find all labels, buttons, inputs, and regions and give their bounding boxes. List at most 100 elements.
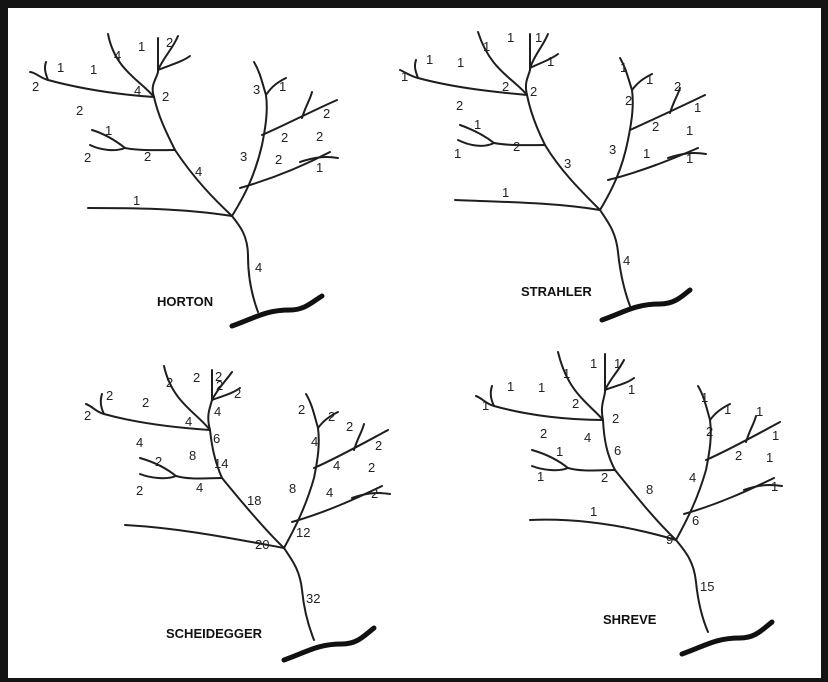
order-label: 2	[215, 369, 222, 384]
order-label: 2	[281, 130, 288, 145]
order-label: 2	[456, 98, 463, 113]
order-label: 2	[368, 460, 375, 475]
order-label: 2	[513, 139, 520, 154]
order-label: 1	[483, 39, 490, 54]
order-label: 32	[306, 591, 320, 606]
order-label: 4	[584, 430, 591, 445]
order-label: 2	[76, 103, 83, 118]
order-label: 2	[612, 411, 619, 426]
order-label: 1	[756, 404, 763, 419]
order-label: 2	[328, 409, 335, 424]
order-label: 4	[134, 83, 141, 98]
order-label: 3	[609, 142, 616, 157]
order-label: 1	[457, 55, 464, 70]
order-label: 1	[643, 146, 650, 161]
panel-title: SCHEIDEGGER	[166, 626, 263, 641]
order-label: 4	[326, 485, 333, 500]
order-label: 20	[255, 537, 269, 552]
order-label: 1	[686, 151, 693, 166]
panel-title: SHREVE	[603, 612, 657, 627]
order-label: 1	[474, 117, 481, 132]
order-label: 2	[155, 454, 162, 469]
order-label: 4	[333, 458, 340, 473]
order-label: 2	[674, 79, 681, 94]
order-label: 4	[623, 253, 630, 268]
order-label: 2	[735, 448, 742, 463]
order-label: 1	[628, 382, 635, 397]
order-label: 1	[563, 366, 570, 381]
order-label: 2	[234, 386, 241, 401]
order-label: 2	[530, 84, 537, 99]
order-label: 2	[298, 402, 305, 417]
order-label: 2	[166, 35, 173, 50]
order-label: 15	[700, 579, 714, 594]
order-label: 14	[214, 456, 228, 471]
order-label: 2	[346, 419, 353, 434]
order-label: 4	[136, 435, 143, 450]
order-label: 2	[540, 426, 547, 441]
order-label: 1	[57, 60, 64, 75]
order-label: 1	[537, 469, 544, 484]
order-label: 2	[502, 79, 509, 94]
order-label: 1	[547, 54, 554, 69]
order-label: 8	[189, 448, 196, 463]
order-label: 4	[185, 414, 192, 429]
order-label: 3	[564, 156, 571, 171]
order-label: 2	[706, 424, 713, 439]
order-label: 18	[247, 493, 261, 508]
order-label: 2	[136, 483, 143, 498]
order-label: 4	[196, 480, 203, 495]
order-label: 1	[279, 79, 286, 94]
order-label: 1	[590, 356, 597, 371]
order-label: 1	[694, 100, 701, 115]
stream-network	[399, 31, 707, 323]
order-label: 2	[316, 129, 323, 144]
order-label: 8	[289, 481, 296, 496]
order-label: 2	[106, 388, 113, 403]
order-label: 4	[114, 48, 121, 63]
order-label: 1	[556, 444, 563, 459]
order-label: 2	[216, 378, 223, 393]
order-label: 1	[701, 390, 708, 405]
order-label: 1	[538, 380, 545, 395]
order-label: 1	[614, 356, 621, 371]
panel-scheidegger: 2 2 2 2 2 2 2 2 4 4 4 6 8 14 2 2 4 18 2 …	[84, 365, 391, 663]
order-label: 4	[255, 260, 262, 275]
panel-title: STRAHLER	[521, 284, 592, 299]
order-label: 2	[142, 395, 149, 410]
order-label: 1	[646, 72, 653, 87]
stream-network	[475, 351, 783, 657]
order-label: 3	[253, 82, 260, 97]
order-label: 2	[84, 150, 91, 165]
order-label: 1	[535, 30, 542, 45]
order-label: 1	[90, 62, 97, 77]
order-label: 6	[692, 513, 699, 528]
panel-horton: 1 2 4 1 2 1 4 2 2 1 2 2 4 3 1 2 2 3 2 2 …	[29, 33, 339, 329]
order-label: 1	[133, 193, 140, 208]
order-label: 2	[193, 370, 200, 385]
order-label: 6	[614, 443, 621, 458]
order-label: 2	[32, 79, 39, 94]
order-label: 2	[572, 396, 579, 411]
order-label: 2	[652, 119, 659, 134]
order-label: 1	[502, 185, 509, 200]
order-label: 1	[138, 39, 145, 54]
order-label: 1	[724, 402, 731, 417]
order-label: 2	[144, 149, 151, 164]
order-label: 4	[689, 470, 696, 485]
order-label: 1	[105, 123, 112, 138]
order-label: 4	[214, 404, 221, 419]
order-label: 1	[766, 450, 773, 465]
order-label: 1	[426, 52, 433, 67]
order-label: 2	[162, 89, 169, 104]
panel-strahler: 1 1 1 1 1 1 1 2 2 2 1 1 2 3 1 1 2 2 1 1 …	[399, 30, 707, 323]
order-label: 8	[646, 482, 653, 497]
order-label: 4	[311, 434, 318, 449]
order-label: 1	[401, 69, 408, 84]
panel-shreve: 1 1 1 1 1 1 1 2 2 1 4 1 6 2 2 1 8 1 1 2 …	[475, 351, 783, 657]
stream-network	[29, 33, 339, 329]
order-label: 9	[666, 532, 673, 547]
order-label: 1	[316, 160, 323, 175]
order-label: 1	[454, 146, 461, 161]
